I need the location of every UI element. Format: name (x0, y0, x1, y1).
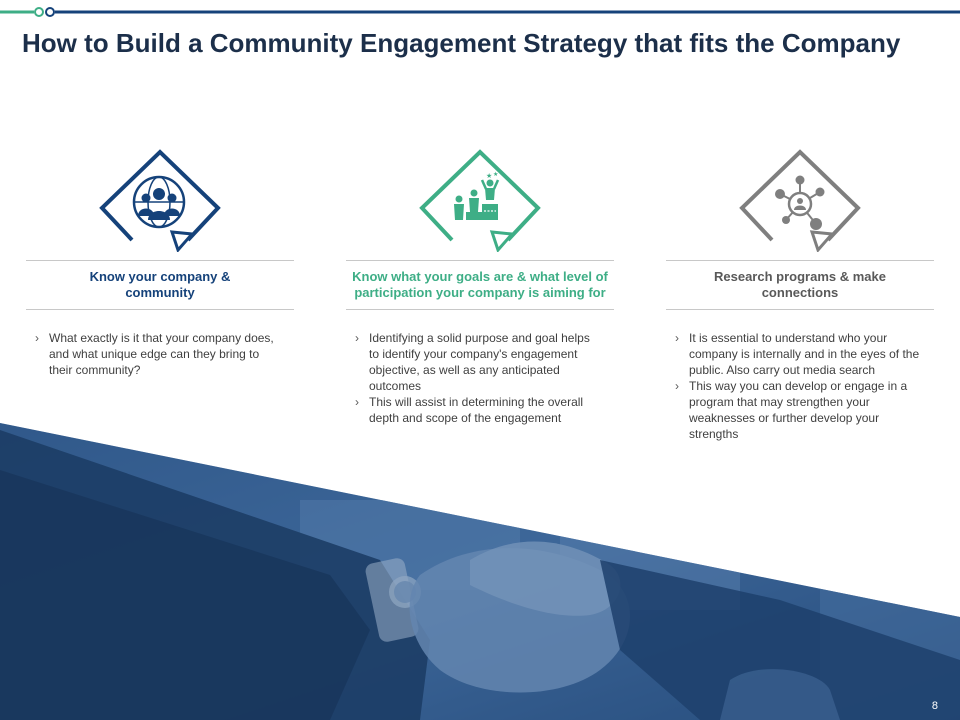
bullet-list: What exactly is it that your company doe… (35, 330, 280, 378)
heading-rule-bottom (666, 309, 934, 310)
column-heading: Research programs & make connections (714, 269, 886, 300)
network-connections-icon (736, 148, 864, 253)
heading-rule-bottom (26, 309, 294, 310)
list-item: This will assist in determining the over… (355, 394, 600, 426)
heading-rule-top (26, 260, 294, 261)
top-accent-bar (0, 7, 960, 17)
heading-rule-top (666, 260, 934, 261)
community-globe-icon (96, 148, 224, 253)
svg-text:★: ★ (493, 171, 498, 178)
list-item: This way you can develop or engage in a … (675, 378, 925, 442)
column-heading: Know what your goals are & what level of… (352, 269, 608, 300)
svg-text:★: ★ (486, 172, 492, 180)
list-item: It is essential to understand who your c… (675, 330, 925, 378)
heading-rule-top (346, 260, 614, 261)
list-item: What exactly is it that your company doe… (35, 330, 280, 378)
heading-rule-bottom (346, 309, 614, 310)
page-title: How to Build a Community Engagement Stra… (22, 28, 901, 58)
bullet-list: It is essential to understand who your c… (675, 330, 925, 442)
column-heading: Know your company & community (89, 269, 231, 300)
list-item: Identifying a solid purpose and goal hel… (355, 330, 600, 394)
podium-achievement-icon: ★ ★ (416, 148, 544, 253)
bullet-list: Identifying a solid purpose and goal hel… (355, 330, 600, 426)
page-number: 8 (931, 700, 938, 712)
